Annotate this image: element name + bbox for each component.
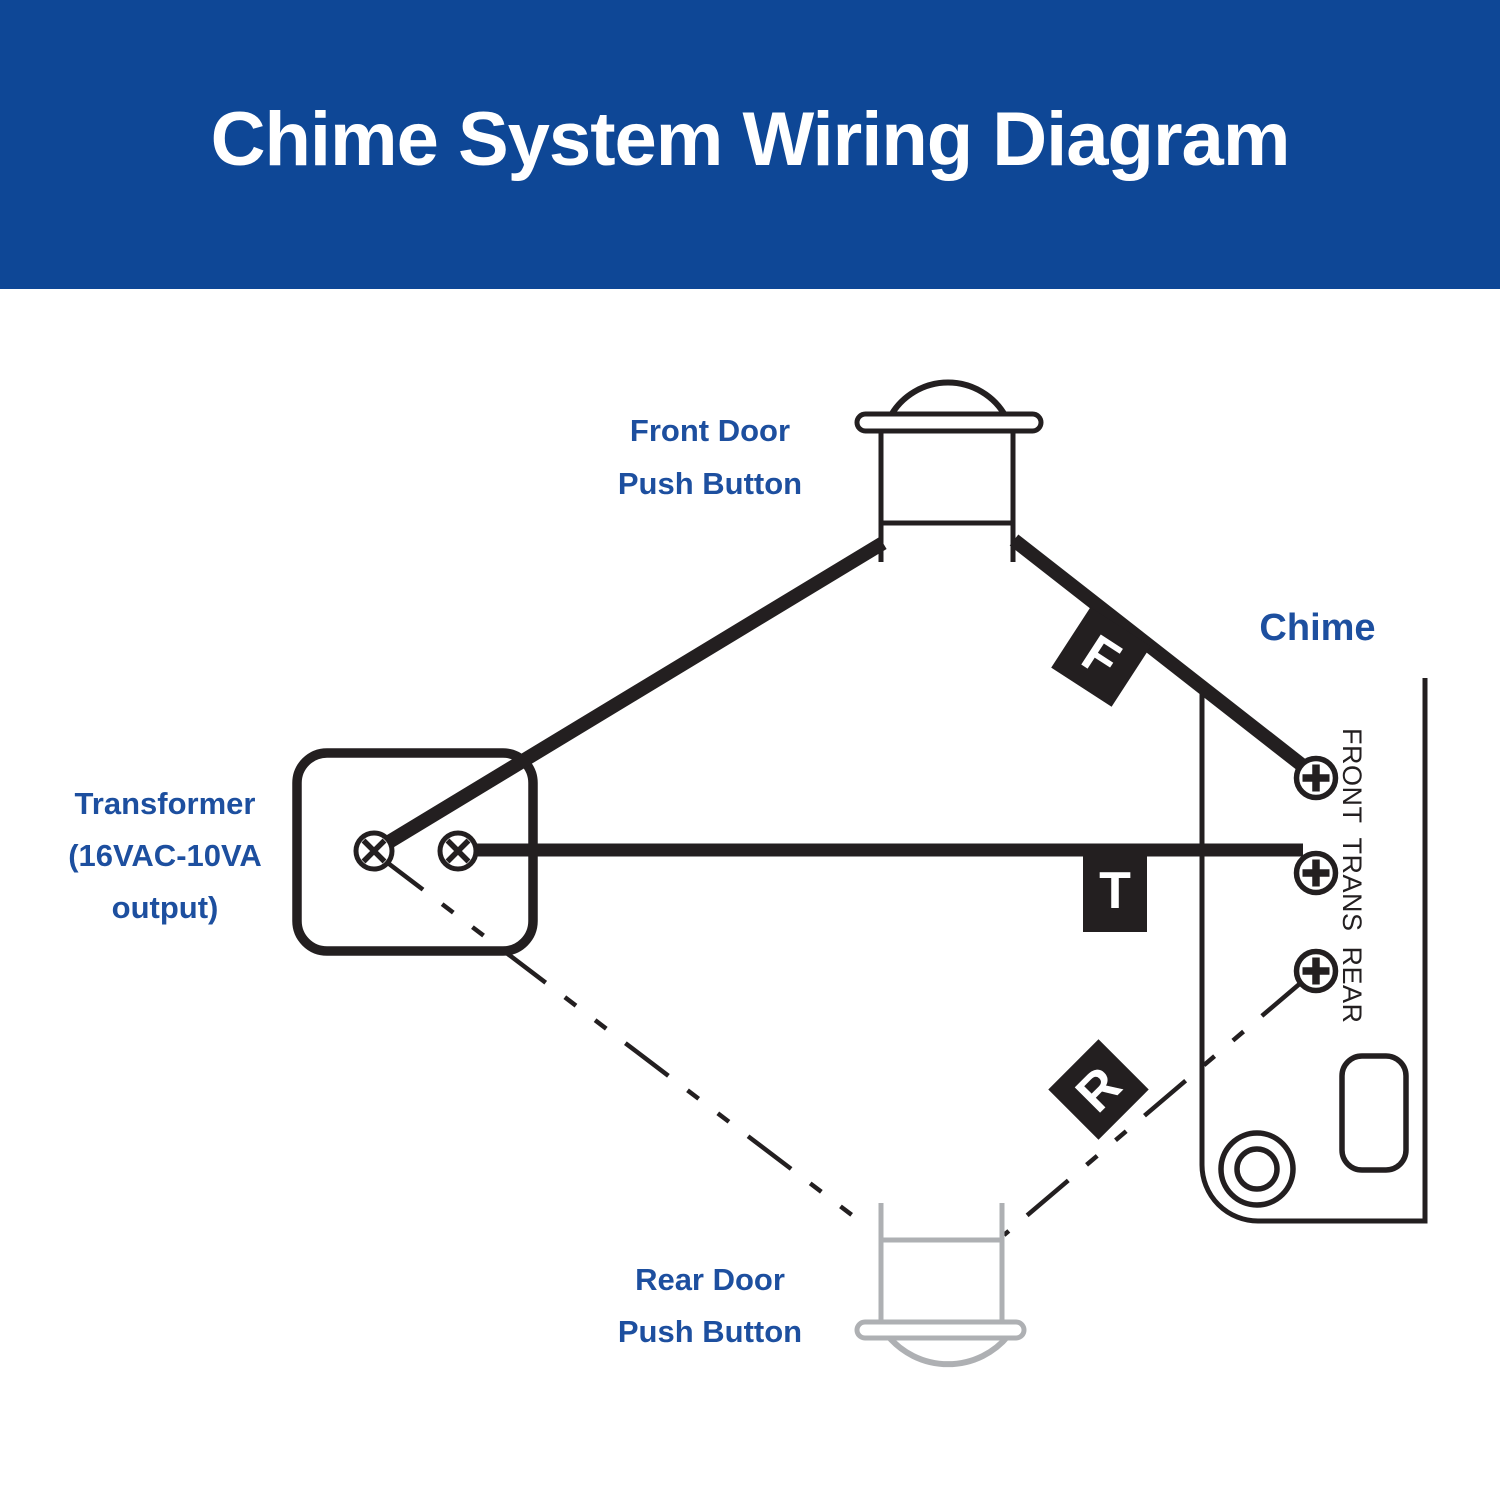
- transformer-screw-right-icon: [437, 830, 479, 872]
- front-wire-tag-letter: F: [1071, 624, 1131, 690]
- trans-wire-tag: T: [1083, 849, 1147, 932]
- rear-button-dome: [885, 1334, 1011, 1368]
- rear-door-wire-dashed: [378, 855, 1305, 1237]
- chime-body-icon: [1199, 678, 1428, 1224]
- solid-wires: [370, 534, 1308, 857]
- front-button-rim: [854, 411, 1044, 434]
- wire-transformer-to-rear-button: [378, 855, 871, 1230]
- title-banner: Chime System Wiring Diagram: [0, 0, 1500, 289]
- rear-button-label-line2: Push Button: [617, 1314, 803, 1349]
- rear-button-label-line1: Rear Door: [635, 1262, 785, 1297]
- trans-wire-tag-letter: T: [1099, 861, 1131, 920]
- wire-rear-terminal-to-rear-button: [1002, 979, 1305, 1237]
- transformer-label-line3: output): [111, 890, 219, 925]
- wire-front-button-to-transformer: [370, 537, 887, 857]
- chime-speaker-inner-ring: [1234, 1146, 1280, 1192]
- chime-label: Chime: [1230, 606, 1405, 650]
- chime-slot: [1339, 1053, 1409, 1173]
- rear-push-button-icon: [854, 1203, 1027, 1368]
- rear-wire-tag-letter: R: [1064, 1055, 1133, 1124]
- rear-button-rim: [854, 1319, 1027, 1341]
- front-button-label-line2: Push Button: [617, 466, 803, 501]
- transformer-label-line2: (16VAC-10VA: [68, 838, 262, 873]
- transformer-screw-terminals: [353, 830, 479, 872]
- front-button-dome: [887, 379, 1009, 419]
- trans-terminal-screw-icon: [1293, 850, 1339, 896]
- chime-label-text: Chime: [1259, 607, 1376, 649]
- wire-front-button-to-front-terminal: [1009, 534, 1308, 772]
- transformer-label-line1: Transformer: [74, 786, 256, 821]
- front-terminal-screw-icon: [1293, 755, 1339, 801]
- rear-terminal-screw-icon: [1293, 948, 1339, 994]
- rear-button-legs: [878, 1203, 1005, 1324]
- terminal-labels: FRONT TRANS REAR: [1337, 728, 1367, 1024]
- front-button-label: Front Door Push Button: [510, 404, 910, 510]
- front-button-label-line1: Front Door: [629, 413, 791, 448]
- front-push-button-icon: [854, 379, 1044, 562]
- chime-screw-terminals: [1293, 755, 1339, 994]
- transformer-label: Transformer (16VAC-10VA output): [25, 778, 305, 934]
- chime-speaker-outer-ring: [1218, 1130, 1296, 1208]
- page-title: Chime System Wiring Diagram: [210, 97, 1291, 182]
- front-button-legs: [878, 431, 1016, 562]
- rear-button-label: Rear Door Push Button: [510, 1254, 910, 1358]
- transformer-screw-left-icon: [353, 830, 395, 872]
